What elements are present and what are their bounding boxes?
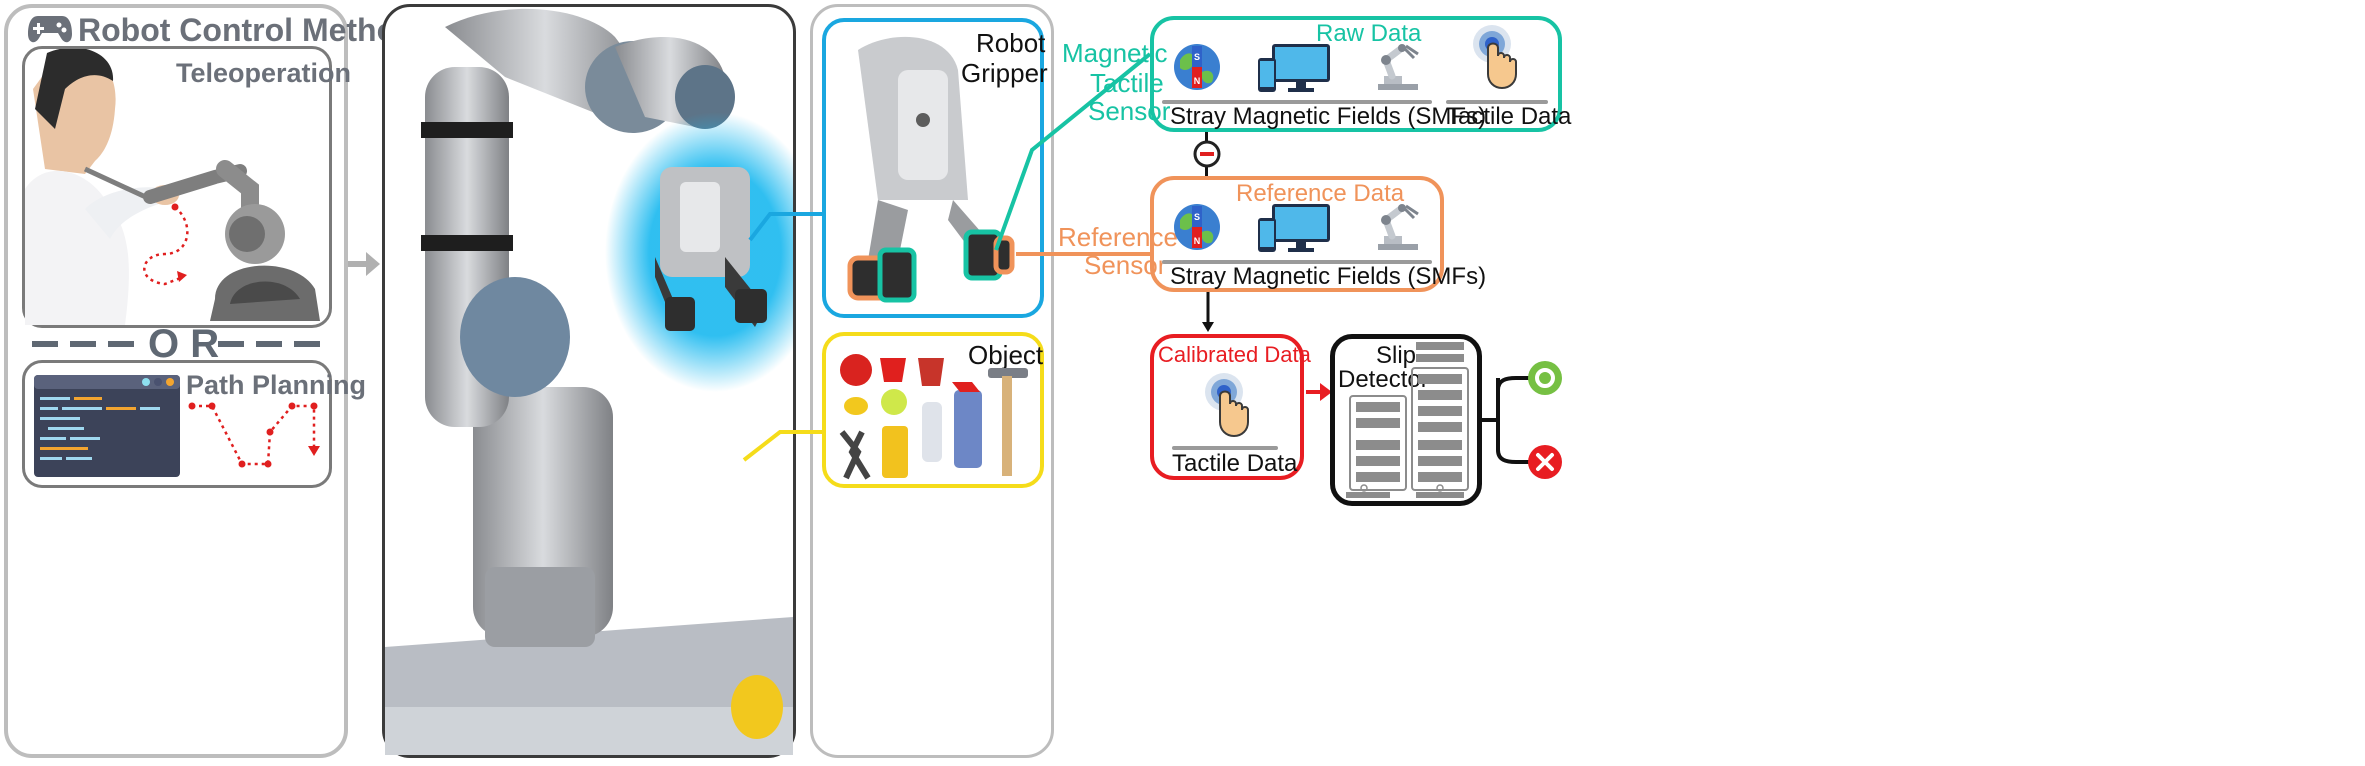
- slip-detector-line1: Slip: [1376, 342, 1417, 369]
- objects-image: [832, 352, 1038, 482]
- raw-data-title: Raw Data: [1316, 20, 1422, 47]
- ref-devices-icon: [1258, 204, 1332, 254]
- calibrated-underline: [1172, 446, 1278, 450]
- calibrated-data-title: Calibrated Data: [1158, 342, 1311, 367]
- svg-text:N: N: [1194, 76, 1201, 86]
- magnetic-sensor-line1: Magnetic: [1062, 38, 1168, 68]
- connectors-layer: [740, 190, 830, 470]
- slip-detector-line2: Detector: [1338, 366, 1429, 393]
- control-methods-panel: [4, 4, 348, 758]
- sensor-connection-lines: [990, 50, 1170, 290]
- teleoperation-panel: [22, 46, 332, 328]
- object-label: Object: [968, 340, 1044, 370]
- gamepad-icon: [28, 12, 72, 46]
- svg-text:N: N: [1194, 236, 1201, 246]
- teleoperation-illustration: [25, 49, 329, 325]
- control-to-robot-arrow: [348, 250, 382, 278]
- touch-icon: [1472, 24, 1518, 90]
- ref-earth-magnet-icon: S N: [1172, 202, 1222, 252]
- robot-arm-image: [385, 7, 793, 755]
- robot-arm-icon: [1372, 42, 1424, 92]
- gripper-closeup-image: [838, 30, 1024, 310]
- calibrated-to-detector-arrow: [1306, 380, 1334, 404]
- output-branches: [1482, 370, 1542, 470]
- raw-tactile-label: Tactile Data: [1446, 103, 1572, 130]
- svg-text:S: S: [1194, 212, 1200, 222]
- ref-to-calibrated-arrow: [1200, 292, 1216, 334]
- ref-smf-label: Stray Magnetic Fields (SMFs): [1170, 263, 1487, 290]
- gripper-object-panel: [810, 4, 1054, 758]
- or-separator-right: [218, 341, 328, 347]
- calibrated-touch-icon: [1204, 372, 1250, 438]
- or-separator-left: [32, 341, 142, 347]
- calibrated-tactile-label: Tactile Data: [1172, 450, 1298, 477]
- ref-smf-underline: [1162, 260, 1432, 264]
- slip-detector-box: [1330, 334, 1482, 506]
- reference-sensor-line1: Reference: [1058, 222, 1178, 252]
- neural-network-diagram: [1342, 342, 1472, 498]
- robot-gripper-label-line1: Robot: [976, 28, 1046, 58]
- raw-tactile-underline: [1446, 100, 1548, 104]
- failure-icon: [1527, 444, 1563, 480]
- reference-data-title: Reference Data: [1236, 180, 1405, 207]
- earth-magnet-icon: S N: [1172, 42, 1222, 92]
- svg-text:S: S: [1194, 52, 1200, 62]
- raw-data-box: [1150, 16, 1562, 132]
- devices-icon: [1258, 44, 1332, 94]
- code-editor-icon: [34, 375, 180, 477]
- subtract-icon: [1193, 140, 1221, 168]
- robot-gripper-panel: [822, 18, 1044, 318]
- teleoperation-label: Teleoperation: [176, 58, 352, 88]
- raw-smf-underline: [1162, 100, 1432, 104]
- control-methods-title: Robot Control Methods: [78, 12, 434, 48]
- planned-path-icon: [186, 400, 326, 480]
- object-panel: [822, 332, 1044, 488]
- calibrated-data-box: [1150, 334, 1304, 480]
- path-planning-label: Path Planning: [186, 370, 367, 400]
- raw-smf-label: Stray Magnetic Fields (SMFs): [1170, 103, 1487, 130]
- or-label: O R: [148, 322, 220, 366]
- reference-data-box: [1150, 176, 1444, 292]
- path-planning-panel: [22, 360, 332, 488]
- success-icon: [1527, 360, 1563, 396]
- ref-robot-arm-icon: [1372, 202, 1424, 252]
- robot-gripper-label-line2: Gripper: [961, 58, 1048, 88]
